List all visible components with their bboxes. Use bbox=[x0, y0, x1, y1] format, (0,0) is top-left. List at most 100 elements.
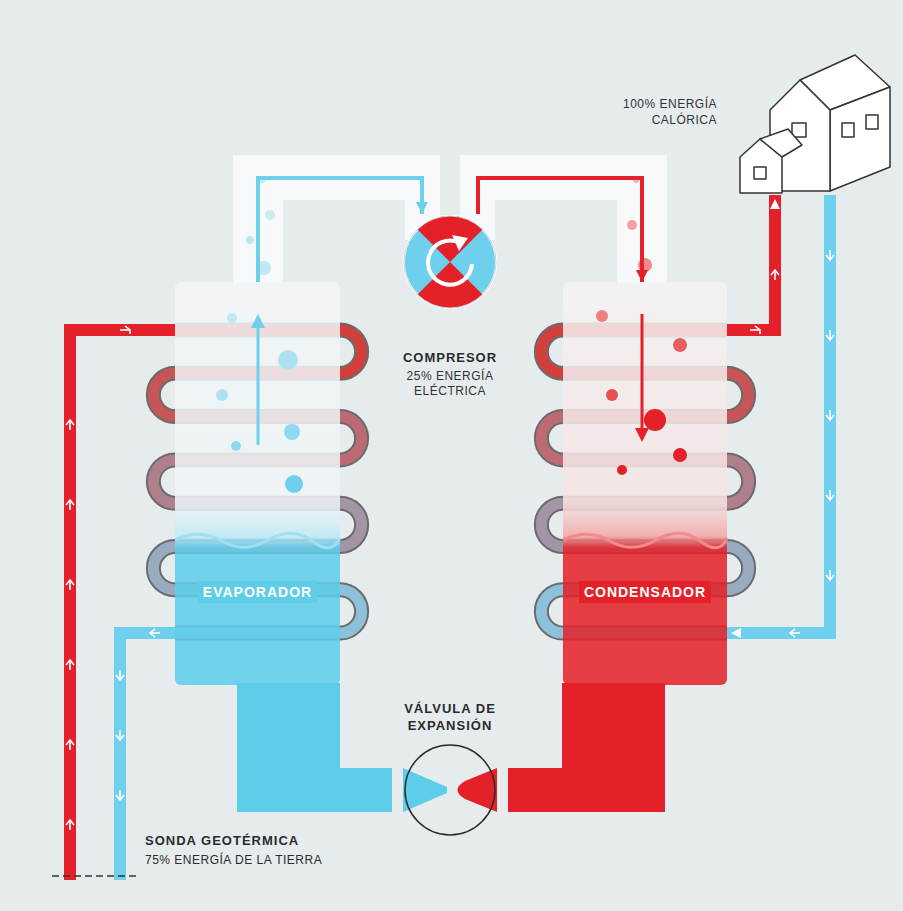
ground-pipes bbox=[52, 875, 138, 877]
evaporator-tank bbox=[175, 282, 340, 685]
flow-chevron bbox=[69, 420, 71, 430]
tank-label: CONDENSADOR bbox=[579, 581, 711, 603]
heat-exchanger-coil bbox=[541, 590, 563, 633]
flow-chevron bbox=[150, 632, 160, 634]
refrigerant-flow-arrow bbox=[258, 178, 422, 282]
house-outline bbox=[830, 87, 890, 191]
heat-exchanger-coil bbox=[541, 417, 563, 460]
vapour-bubble bbox=[644, 409, 666, 431]
heat-exchanger-coil bbox=[727, 373, 749, 416]
flow-chevron bbox=[120, 329, 130, 331]
heat-exchanger-coil bbox=[727, 547, 749, 590]
heat-exchanger-coil bbox=[153, 460, 175, 503]
compressor-symbol bbox=[404, 216, 496, 308]
flow-arrow bbox=[251, 314, 265, 328]
heat-exchanger-coil bbox=[153, 373, 175, 416]
flow-chevron bbox=[790, 632, 800, 634]
compressor: COMPRESOR 25% ENERGÍA ELÉCTRICA bbox=[392, 214, 508, 400]
heat-exchanger-coil bbox=[541, 330, 563, 373]
heat-exchanger-coil bbox=[340, 417, 362, 460]
valve-symbol bbox=[458, 768, 498, 812]
valve-symbol bbox=[403, 768, 447, 812]
heating-pipe bbox=[727, 195, 830, 633]
flow-chevron bbox=[119, 670, 121, 680]
heat-exchanger-coil bbox=[153, 460, 175, 503]
flow-arrow bbox=[251, 314, 649, 445]
heat-exchanger-coil bbox=[340, 590, 362, 633]
vapour-bubble bbox=[627, 220, 637, 230]
compressor-symbol bbox=[402, 214, 498, 310]
heat-exchanger-coil bbox=[541, 330, 563, 373]
vapour-bubble bbox=[231, 441, 241, 451]
vapour-bubble bbox=[278, 350, 298, 370]
heat-exchanger-coil bbox=[340, 503, 362, 546]
ground-pipes bbox=[52, 330, 176, 880]
caption-block: 100% ENERGÍA CALÓRICA bbox=[595, 97, 717, 128]
flow-chevron bbox=[774, 270, 776, 280]
evaporator-tank bbox=[175, 533, 340, 548]
evaporator-tank bbox=[175, 282, 340, 812]
vapour-bubble bbox=[617, 465, 627, 475]
house-outline bbox=[760, 129, 802, 157]
compressor-symbol bbox=[452, 235, 468, 251]
heat-exchanger-coil bbox=[340, 503, 362, 546]
heat-exchanger-coil bbox=[153, 547, 175, 590]
valve-symbol bbox=[405, 745, 495, 835]
flow-chevron bbox=[66, 250, 834, 830]
flow-chevron bbox=[829, 570, 831, 580]
flow-chevron bbox=[829, 490, 831, 500]
flow-arrow bbox=[635, 428, 649, 442]
heat-exchanger-coil bbox=[541, 417, 563, 460]
heating-pipe bbox=[727, 195, 775, 330]
expansion-valve: VÁLVULA DE EXPANSIÓN bbox=[392, 701, 508, 837]
vapour-bubble bbox=[285, 475, 303, 493]
probe-label: SONDA GEOTÉRMICA bbox=[145, 833, 299, 848]
vapour-bubble bbox=[216, 177, 687, 493]
vapour-bubble bbox=[265, 210, 275, 220]
refrigerant-flow-arrow bbox=[478, 178, 642, 282]
tank-label: EVAPORADOR bbox=[198, 581, 317, 603]
flow-chevron bbox=[829, 410, 831, 420]
flow-chevron bbox=[69, 820, 71, 830]
flow-arrow bbox=[257, 326, 260, 445]
heat-exchanger-coil bbox=[541, 503, 563, 546]
vapour-bubble bbox=[216, 389, 228, 401]
flow-chevron bbox=[829, 250, 831, 260]
evaporator-tank: EVAPORADOR bbox=[175, 282, 340, 685]
energy-share: 100% ENERGÍA CALÓRICA bbox=[595, 97, 717, 128]
flow-chevron bbox=[69, 500, 71, 510]
vapour-bubble bbox=[673, 338, 687, 352]
condenser-tank bbox=[563, 533, 727, 548]
flow-arrow bbox=[641, 314, 644, 430]
energy-share: 25% ENERGÍA ELÉCTRICA bbox=[392, 369, 508, 400]
heat-exchanger-coil bbox=[340, 417, 362, 460]
flow-chevron bbox=[69, 660, 71, 670]
compressor-symbol bbox=[404, 216, 496, 308]
flow-chevron bbox=[750, 329, 760, 331]
heat-exchanger-coil bbox=[541, 590, 563, 633]
heat-exchanger-coil bbox=[727, 547, 749, 590]
ground-pipes bbox=[70, 330, 176, 880]
heat-exchanger-coil bbox=[153, 547, 175, 590]
heat-exchanger-coil bbox=[153, 373, 175, 416]
house-outline bbox=[866, 115, 878, 129]
valve-symbol bbox=[403, 743, 497, 837]
vapour-bubble bbox=[227, 313, 237, 323]
component-name: VÁLVULA DE EXPANSIÓN bbox=[392, 701, 508, 735]
heat-exchanger-coil bbox=[340, 590, 362, 633]
energy-share: 75% ENERGÍA DE LA TIERRA bbox=[145, 853, 322, 867]
condenser-tank: CONDENSADOR bbox=[563, 282, 727, 685]
house-outline bbox=[754, 167, 766, 179]
heat-exchanger-coil bbox=[727, 373, 749, 416]
house: 100% ENERGÍA CALÓRICA bbox=[595, 35, 895, 195]
flow-chevron bbox=[119, 730, 121, 740]
flow-chevron bbox=[69, 740, 71, 750]
vapour-bubble bbox=[596, 310, 608, 322]
vapour-bubble bbox=[673, 448, 687, 462]
flow-chevron bbox=[829, 330, 831, 340]
vapour-bubble bbox=[284, 424, 300, 440]
liquid-line bbox=[288, 685, 392, 790]
component-name: COMPRESOR bbox=[392, 350, 508, 367]
